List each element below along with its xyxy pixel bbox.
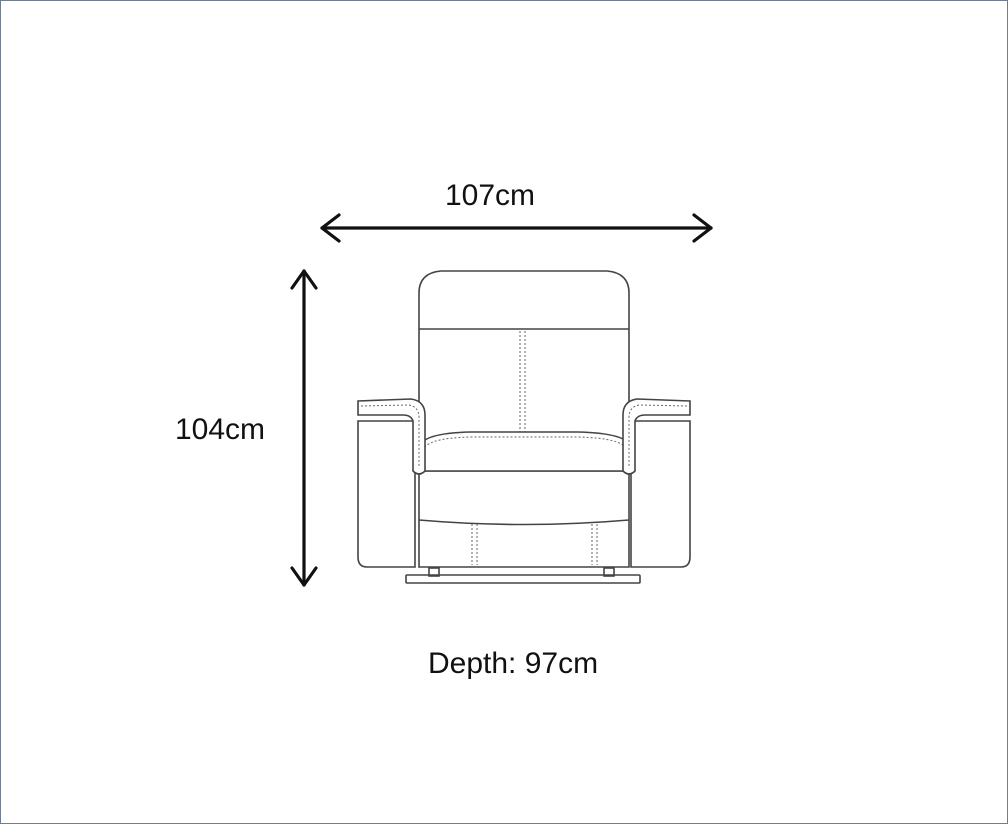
armchair-drawing-icon <box>357 270 691 584</box>
width-arrow-icon <box>320 213 713 243</box>
depth-label: Depth: 97cm <box>428 647 599 680</box>
height-arrow-icon <box>290 269 318 587</box>
width-label: 107cm <box>445 179 536 212</box>
height-label: 104cm <box>175 413 266 446</box>
